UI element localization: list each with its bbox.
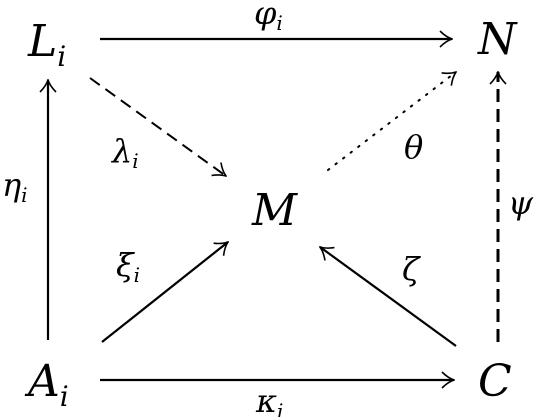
arrow-xi — [101, 242, 228, 343]
node-M: M — [251, 185, 298, 236]
node-C: C — [478, 356, 512, 407]
label-theta: θ — [404, 128, 423, 166]
node-N: N — [477, 14, 518, 65]
label-xi: ξi — [116, 246, 140, 287]
arrow-zeta — [320, 247, 457, 347]
label-phi: φi — [254, 0, 283, 35]
node-L: Li — [27, 16, 66, 73]
label-zeta: ζ — [402, 250, 421, 288]
label-psi: ψ — [508, 184, 534, 222]
label-eta: ηi — [2, 166, 28, 207]
label-kappa: κi — [255, 382, 283, 417]
node-A: Ai — [24, 356, 69, 413]
arrow-lambda — [89, 77, 226, 176]
arrow-theta — [327, 72, 456, 171]
label-lambda: λi — [110, 132, 139, 173]
